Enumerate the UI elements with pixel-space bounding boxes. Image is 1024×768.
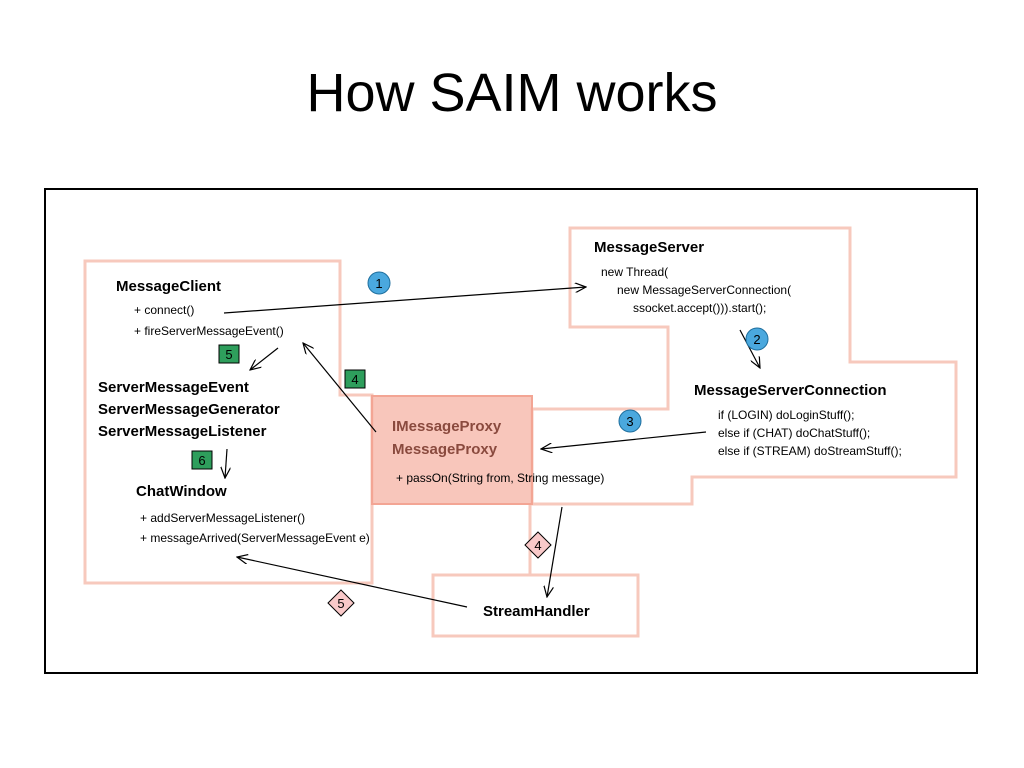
svg-text:2: 2 <box>753 332 760 347</box>
arrow-proxy-client <box>303 343 377 433</box>
client-method-fire: + fireServerMessageEvent() <box>134 324 284 338</box>
arrow-proxy-stream <box>547 506 563 597</box>
step-2-circle: 2 <box>745 327 769 351</box>
step-4-diamond: 4 <box>524 531 552 559</box>
chat-method-arrived: + messageArrived(ServerMessageEvent e) <box>140 531 370 545</box>
step-4-square: 4 <box>344 369 366 389</box>
client-method-connect: + connect() <box>134 303 194 317</box>
proxy-method: + passOn(String from, String message) <box>396 471 604 485</box>
page-title: How SAIM works <box>306 63 718 123</box>
server-code-line: ssocket.accept())).start(); <box>633 301 766 315</box>
connection-code-line: if (LOGIN) doLoginStuff(); <box>718 408 855 422</box>
arrow-stream-chat <box>237 557 468 608</box>
server-region <box>530 226 958 506</box>
event-class-listener: ServerMessageListener <box>98 423 267 440</box>
proxy-interface-name: IMessageProxy <box>392 418 502 435</box>
server-code-line: new Thread( <box>601 265 668 279</box>
connection-name: MessageServerConnection <box>694 382 887 399</box>
step-1-circle: 1 <box>367 271 391 295</box>
arrow-connection-proxy <box>541 431 707 449</box>
step-5-diamond: 5 <box>327 589 355 617</box>
arrow-server-connection <box>739 329 760 368</box>
stream-name: StreamHandler <box>483 603 590 620</box>
chat-name: ChatWindow <box>136 483 227 500</box>
step-3-circle: 3 <box>618 409 642 433</box>
connection-code-line: else if (CHAT) doChatStuff(); <box>718 426 870 440</box>
svg-text:1: 1 <box>375 276 382 291</box>
arrow-events-chat <box>225 448 227 478</box>
server-name: MessageServer <box>594 239 704 256</box>
svg-text:3: 3 <box>626 414 633 429</box>
svg-text:4: 4 <box>534 538 541 553</box>
event-class-event: ServerMessageEvent <box>98 379 249 396</box>
chat-method-add: + addServerMessageListener() <box>140 511 305 525</box>
proxy-box <box>371 395 533 505</box>
arrow-connect <box>223 287 586 314</box>
step-6-square: 6 <box>191 450 213 470</box>
connection-code-line: else if (STREAM) doStreamStuff(); <box>718 444 902 458</box>
svg-text:4: 4 <box>351 372 358 387</box>
client-name: MessageClient <box>116 278 221 295</box>
arrow-client-events <box>250 347 279 370</box>
event-class-generator: ServerMessageGenerator <box>98 401 280 418</box>
svg-text:5: 5 <box>225 347 232 362</box>
svg-text:5: 5 <box>337 596 344 611</box>
step-5-square: 5 <box>218 344 240 364</box>
svg-text:6: 6 <box>198 453 205 468</box>
proxy-class-name: MessageProxy <box>392 441 498 458</box>
server-code-line: new MessageServerConnection( <box>617 283 791 297</box>
stream-region <box>431 504 640 638</box>
